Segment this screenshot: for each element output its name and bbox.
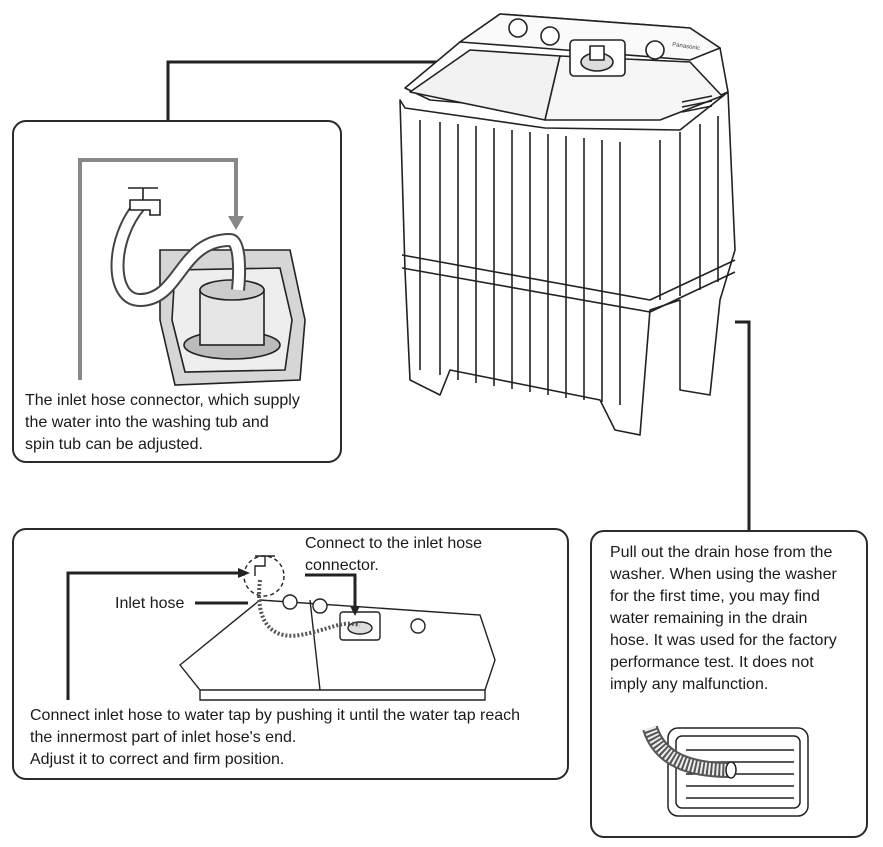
brand-logo: Panasonic bbox=[672, 42, 701, 52]
inlet-hose-label: Inlet hose bbox=[115, 595, 185, 612]
connect-label: Connect to the inlet hose connector. bbox=[305, 535, 483, 574]
arrow-connect bbox=[305, 573, 357, 610]
callout-line-drain-hose bbox=[735, 320, 751, 530]
inlet-connector-text: The inlet hose connector, which supply t… bbox=[25, 392, 300, 453]
connect-instructions: Connect inlet hose to water tap by pushi… bbox=[30, 707, 521, 768]
callout-line-connect bbox=[66, 571, 242, 700]
arrow-to-connector bbox=[78, 158, 238, 380]
drain-hose-text: Pull out the drain hose from the washer.… bbox=[610, 544, 837, 693]
